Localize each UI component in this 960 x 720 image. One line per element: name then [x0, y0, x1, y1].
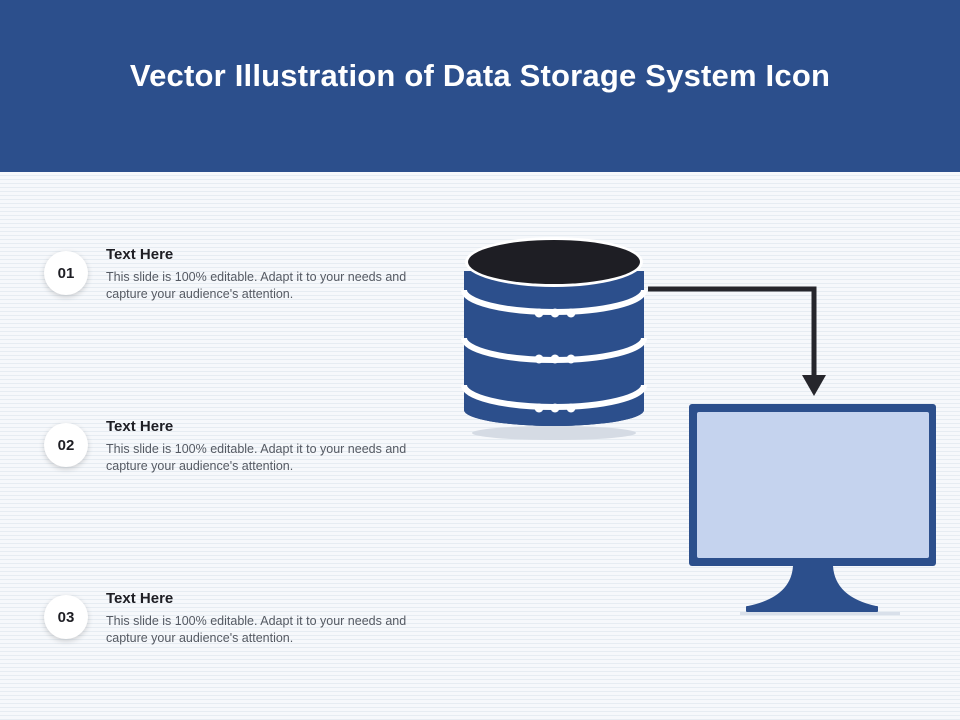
header-banner: Vector Illustration of Data Storage Syst… — [0, 0, 960, 172]
monitor-icon — [689, 404, 936, 615]
item-title: Text Here — [106, 246, 174, 263]
item-description: This slide is 100% editable. Adapt it to… — [106, 442, 407, 473]
database-icon — [461, 237, 647, 440]
item-title: Text Here — [106, 590, 174, 607]
item-description: This slide is 100% editable. Adapt it to… — [106, 614, 407, 645]
list-item: 02 Text Here This slide is 100% editable… — [44, 418, 464, 498]
item-title: Text Here — [106, 418, 174, 435]
list-item: 03 Text Here This slide is 100% editable… — [44, 590, 464, 670]
item-description: This slide is 100% editable. Adapt it to… — [106, 270, 407, 301]
page-title: Vector Illustration of Data Storage Syst… — [129, 58, 831, 93]
number-badge: 02 — [44, 423, 88, 467]
number-badge: 03 — [44, 595, 88, 639]
arrow-connector-icon — [648, 286, 826, 396]
number-badge: 01 — [44, 251, 88, 295]
list-item: 01 Text Here This slide is 100% editable… — [44, 246, 464, 326]
